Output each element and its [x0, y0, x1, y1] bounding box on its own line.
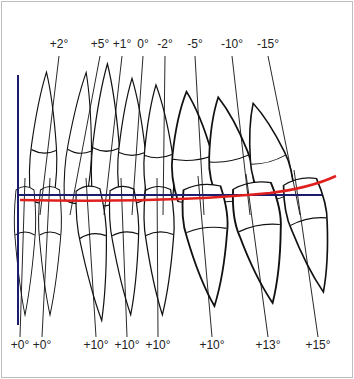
angle-label: -5°	[187, 37, 202, 51]
angle-label: +15°	[305, 338, 330, 352]
angle-label: +10°	[199, 338, 224, 352]
angle-label: +1°	[113, 37, 131, 51]
angle-label: +10°	[83, 338, 108, 352]
angle-label: -2°	[157, 37, 172, 51]
angle-label: -15°	[257, 37, 279, 51]
angle-label: +0°	[11, 338, 29, 352]
angle-label: +5°	[91, 37, 109, 51]
angle-label: +2°	[50, 37, 68, 51]
angle-label: +10°	[145, 338, 170, 352]
angle-label: +13°	[255, 338, 280, 352]
angle-label: 0°	[137, 37, 148, 51]
angle-label: +0°	[33, 338, 51, 352]
angle-label: +10°	[114, 338, 139, 352]
angle-label: -10°	[221, 37, 243, 51]
